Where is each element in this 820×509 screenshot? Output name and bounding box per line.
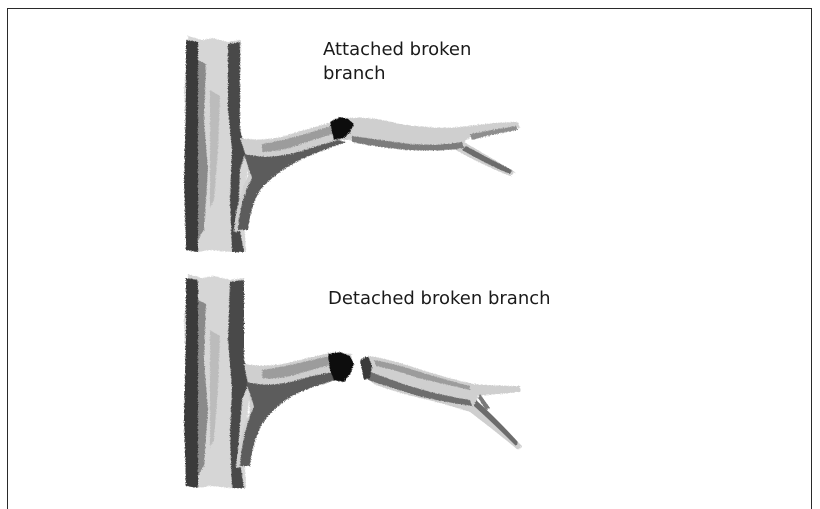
detached-branch-label: Detached broken branch bbox=[328, 287, 551, 311]
attached-branch-label: Attached broken branch bbox=[323, 38, 533, 86]
detached-broken-branch bbox=[360, 356, 522, 450]
attached-broken-branch bbox=[234, 117, 520, 232]
branch-stub bbox=[236, 352, 354, 468]
